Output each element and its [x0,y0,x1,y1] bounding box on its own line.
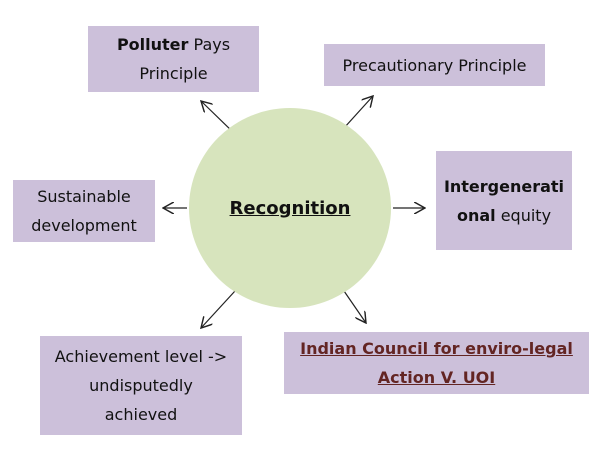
achievement-line2: undisputedly [89,376,193,395]
arrow-precautionary [343,96,373,129]
sustainable-box: Sustainable development [13,180,155,242]
precautionary-label: Precautionary Principle [342,55,527,75]
intergenerational-bold2: onal [456,205,496,225]
achievement-line3: achieved [104,405,178,424]
achievement-line1: Achievement level -> [54,347,228,366]
polluter-bold: Polluter [116,35,189,54]
precautionary-box: Precautionary Principle [324,44,545,86]
sustainable-line1: Sustainable [37,187,131,206]
polluter-rest: Pays [188,35,231,54]
case-box: Indian Council for enviro-legal Action V… [284,332,589,394]
achievement-box: Achievement level -> undisputedly achiev… [40,336,242,435]
sustainable-line2: development [31,216,137,235]
center-label: Recognition [229,197,351,219]
polluter-pays-box: Polluter Pays Principle [88,26,259,92]
intergenerational-rest: equity [495,205,552,225]
intergenerational-bold1: Intergenerati [443,176,565,196]
case-line1[interactable]: Indian Council for enviro-legal [300,339,573,358]
polluter-line2: Principle [139,64,208,83]
arrow-case [343,290,366,323]
arrow-achievement [201,290,236,328]
recognition-circle: Recognition [189,108,391,308]
intergenerational-box: Intergenerati onal equity [436,151,572,250]
case-line2[interactable]: Action V. UOI [377,368,496,387]
